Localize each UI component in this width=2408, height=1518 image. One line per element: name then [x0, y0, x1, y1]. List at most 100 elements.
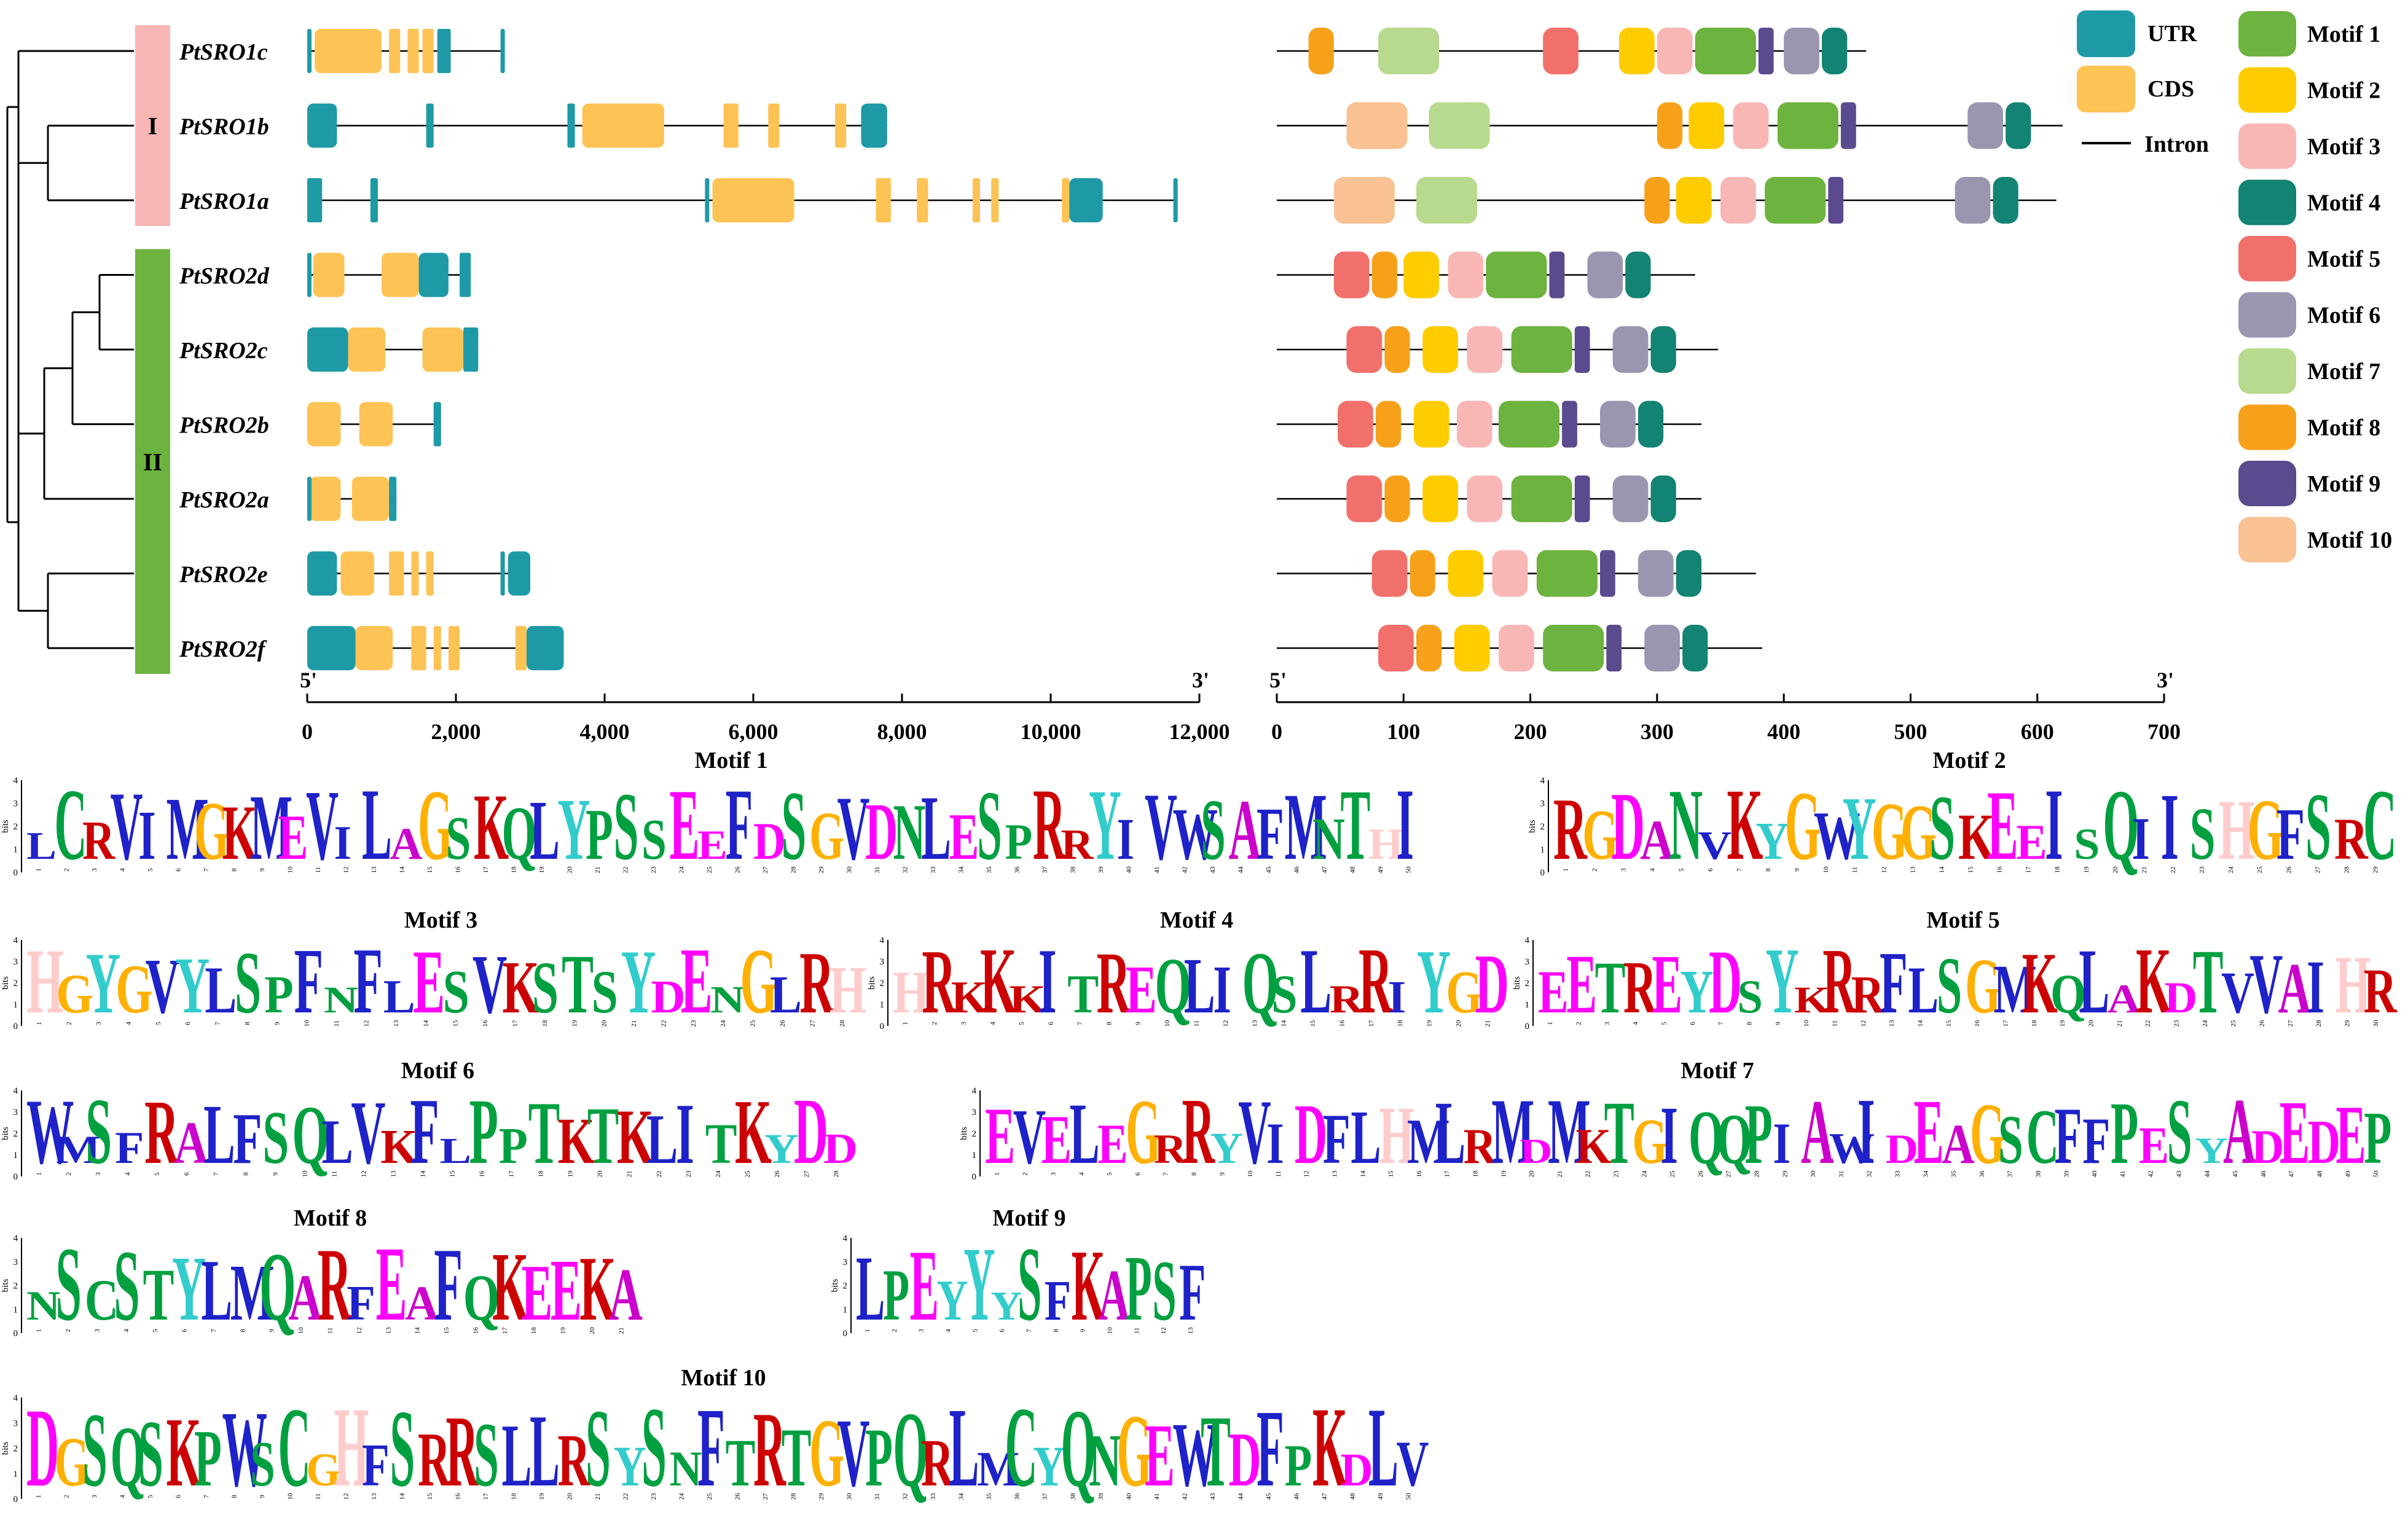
logo-position-label: 7 [1026, 1329, 1033, 1332]
logo-position-label: 19 [1500, 1170, 1507, 1178]
gene-structure-row [307, 551, 530, 596]
logo-letter: E [1538, 958, 1569, 1027]
logo-position-label: 30 [845, 1493, 853, 1500]
group-bar-ii [135, 249, 170, 674]
logo-letter: P [586, 794, 613, 875]
logo-position-label: 10 [297, 1327, 305, 1334]
logo-letter: L [1368, 1383, 1398, 1510]
logo-letter: Y [614, 1435, 646, 1498]
axis-tick-label: 600 [2021, 719, 2054, 744]
logo-letter: K [1010, 978, 1046, 1022]
cds-box [422, 327, 464, 372]
three-prime-label: 3' [2157, 668, 2174, 692]
motif-box-4 [1650, 475, 1676, 522]
logo-position-label: 47 [2288, 1170, 2296, 1178]
utr-box [307, 551, 337, 596]
logo-position-label: 3 [960, 1022, 967, 1025]
logo-letter: T [705, 1112, 737, 1175]
logo-position-label: 14 [1938, 866, 1945, 874]
logo-letter: K [380, 1119, 417, 1173]
logo-position-label: 26 [734, 866, 741, 874]
logo-position-label: 24 [2202, 1020, 2209, 1027]
logo-letter: L [321, 1107, 353, 1177]
logo-letter: E [376, 1225, 407, 1344]
logo-y-tick: 0 [843, 1329, 848, 1339]
logo-position-label: 4 [944, 1329, 952, 1332]
logo-letter: Y [963, 1225, 995, 1343]
logo-position-label: 39 [2063, 1170, 2070, 1178]
motif-box-5 [1543, 28, 1579, 74]
logo-y-tick: 1 [14, 1469, 18, 1479]
logo-position-label: 7 [213, 1172, 220, 1176]
logo-position-label: 21 [2141, 867, 2148, 874]
logo-letter: R [921, 1426, 954, 1501]
logo-letter: Y [558, 780, 590, 878]
logo-position-label: 39 [1097, 1493, 1105, 1500]
logo-letter: A [405, 1275, 439, 1330]
logo-position-label: 35 [986, 1493, 993, 1500]
logo-position-label: 1 [902, 1022, 909, 1025]
logo-position-label: 49 [1377, 866, 1384, 874]
logo-letter: S [614, 772, 639, 880]
motif-box-8 [1657, 102, 1683, 149]
logo-letter: G [1446, 959, 1482, 1027]
motif-box-8 [1371, 251, 1397, 299]
legend-label: Motif 2 [2307, 78, 2380, 104]
logo-letter: Y [1210, 1124, 1242, 1173]
logo-position-label: 17 [508, 1170, 516, 1178]
logo-letter: R [2364, 955, 2398, 1027]
logo-position-label: 37 [1041, 1493, 1049, 1500]
logo-letter: T [2193, 930, 2224, 1033]
cds-box [712, 178, 794, 222]
logo-letter: P [469, 1080, 498, 1184]
logo-letter: T [528, 1084, 560, 1183]
logo-letter: L [26, 824, 57, 867]
logo-letter: L [949, 1385, 979, 1511]
logo-position-label: 15 [443, 1327, 450, 1334]
logo-letter: K [474, 775, 509, 880]
legend-label: Motif 8 [2307, 415, 2380, 441]
motif-box-1 [1486, 251, 1547, 299]
logo-position-label: 11 [331, 1171, 338, 1178]
logo-letter: L [1351, 1095, 1381, 1180]
logo-letter: A [1942, 1114, 1974, 1176]
gene-labels: PtSRO1cPtSRO1bPtSRO1aPtSRO2dPtSRO2cPtSRO… [179, 39, 270, 662]
logo-letter: G [1965, 942, 2001, 1030]
logo-letter: G [194, 784, 229, 877]
logo-letter: V [2249, 936, 2283, 1031]
logo-position-label: 15 [449, 1170, 457, 1178]
logo-position-label: 14 [398, 866, 406, 874]
logo-position-label: 1 [1547, 1022, 1554, 1025]
logo-position-label: 19 [567, 1170, 575, 1178]
logo-letter: Y [937, 1269, 968, 1332]
motif-box-6 [1967, 102, 2004, 149]
logo-letter: F [347, 1275, 375, 1330]
logo-position-label: 24 [2227, 866, 2235, 874]
motif-box-2 [1676, 177, 1712, 224]
logo-letter: S [85, 1079, 112, 1184]
logo-position-label: 22 [622, 1493, 629, 1500]
logo-position-label: 4 [123, 1329, 130, 1332]
logo-position-label: 50 [1405, 866, 1412, 874]
logo-position-label: 36 [1979, 1170, 1986, 1178]
logo-letter: S [262, 1096, 289, 1180]
logo-letter: T [1604, 1083, 1634, 1183]
logo-letter: T [782, 1410, 812, 1504]
logo-position-label: 14 [398, 1493, 406, 1500]
logo-position-label: 14 [1359, 1170, 1367, 1178]
logo-position-label: 4 [1078, 1172, 1085, 1176]
logo-position-label: 50 [1405, 1493, 1412, 1500]
axis-tick-label: 6,000 [729, 719, 778, 744]
logo-letter: S [446, 805, 471, 873]
logo-letter: S [55, 1225, 82, 1342]
logo-position-label: 6 [184, 1022, 192, 1025]
logo-letter: Y [1843, 778, 1877, 879]
logo-letter: V [1238, 1080, 1271, 1183]
logo-position-label: 17 [2002, 1020, 2010, 1027]
logo-letter: A [288, 1262, 322, 1335]
logo-y-tick: 4 [14, 776, 18, 786]
logo-position-label: 9 [1794, 868, 1801, 872]
logo-letter: R [318, 1226, 352, 1343]
